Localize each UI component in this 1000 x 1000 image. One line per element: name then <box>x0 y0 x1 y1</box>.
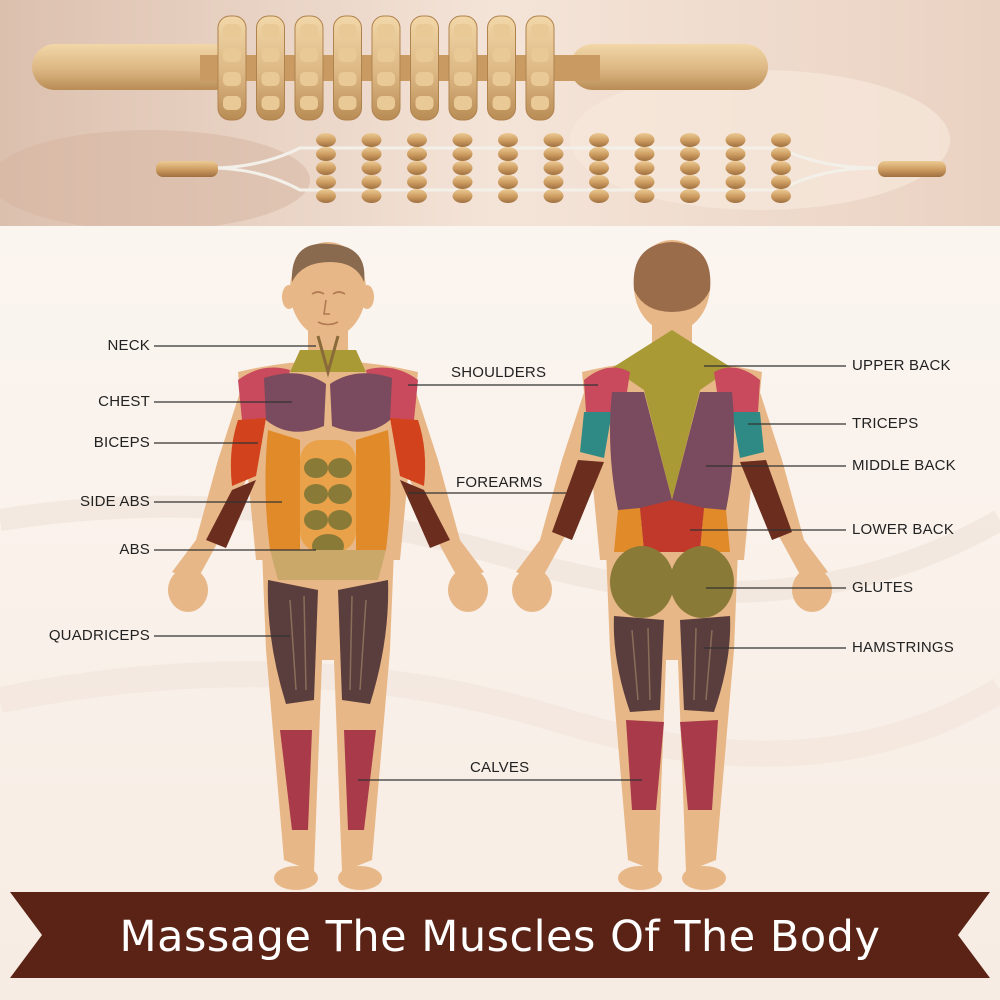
label-side-abs: SIDE ABS <box>80 493 150 510</box>
label-quadriceps: QUADRICEPS <box>48 627 150 644</box>
roller-wheel <box>410 15 439 121</box>
wooden-roller-chain <box>156 133 946 203</box>
label-biceps: BICEPS <box>93 434 150 451</box>
chain-bead-stack <box>543 133 564 203</box>
front-body-figure <box>168 242 488 890</box>
label-chest: CHEST <box>98 393 150 410</box>
chain-bead-stack <box>452 133 473 203</box>
chain-bead-stack <box>680 133 700 203</box>
roller-wheel <box>256 15 285 121</box>
roller-wheel <box>448 15 478 121</box>
ribbon-banner <box>10 892 990 978</box>
label-triceps: TRICEPS <box>852 415 919 432</box>
label-neck: NECK <box>107 337 150 354</box>
chain-bead-stack <box>634 133 655 203</box>
roller-wheel <box>487 15 516 121</box>
leader-lines <box>154 345 846 781</box>
roller-wheel <box>333 15 362 121</box>
label-calves: CALVES <box>470 759 530 776</box>
chain-bead-stack <box>771 133 791 203</box>
label-hamstrings: HAMSTRINGS <box>852 639 955 656</box>
product-photo-section <box>0 0 1000 230</box>
roller-wheel <box>525 15 555 121</box>
chain-bead-stack <box>316 133 336 203</box>
roller-wheel <box>217 15 247 121</box>
label-forearms: FOREARMS <box>456 474 543 491</box>
roller-wheel <box>371 15 401 121</box>
chain-bead-stack <box>725 133 746 203</box>
label-lower-back: LOWER BACK <box>852 521 955 538</box>
chain-bead-stack <box>498 133 518 203</box>
chain-bead-stack <box>589 133 609 203</box>
back-body-figure <box>512 240 832 890</box>
chain-bead-stack <box>361 133 382 203</box>
label-abs: ABS <box>119 541 150 558</box>
wooden-roller-stick <box>32 15 768 121</box>
label-glutes: GLUTES <box>852 579 914 596</box>
label-upper-back: UPPER BACK <box>852 357 951 374</box>
banner-title: Massage The Muscles Of The Body <box>119 912 881 962</box>
label-middle-back: MIDDLE BACK <box>852 457 956 474</box>
roller-wheel <box>294 15 324 121</box>
label-shoulders: SHOULDERS <box>451 364 547 381</box>
chain-bead-stack <box>407 133 427 203</box>
